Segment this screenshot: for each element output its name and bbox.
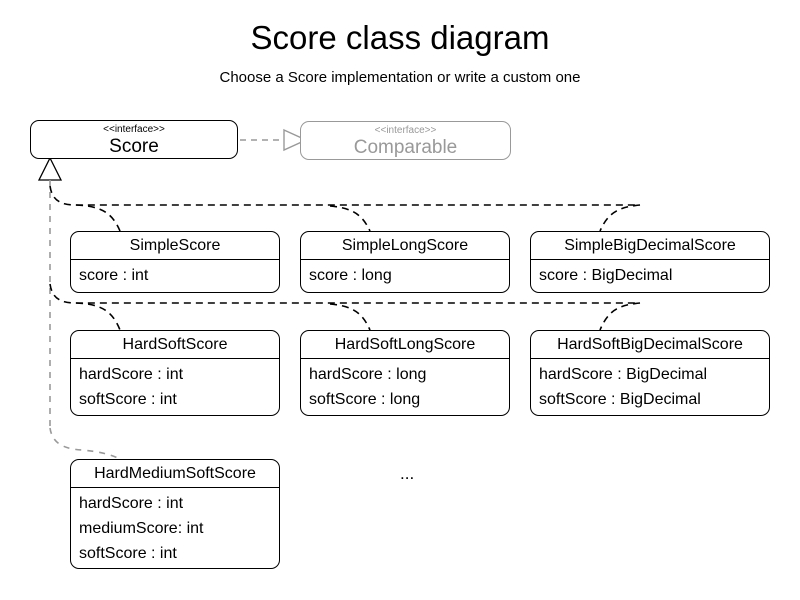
class-attributes: hardScore : int softScore : int [71, 359, 279, 415]
class-attributes: score : BigDecimal [531, 260, 769, 291]
class-name: HardMediumSoftScore [71, 460, 279, 488]
class-name: HardSoftScore [71, 331, 279, 359]
attribute: softScore : int [79, 545, 177, 562]
stereotype-label: <<interface>> [374, 125, 437, 136]
more-classes-ellipsis: ... [400, 464, 415, 483]
attribute: hardScore : int [79, 495, 184, 512]
interface-box-score[interactable]: <<interface>> Score [30, 120, 238, 159]
class-box-hardmediumsoftscore[interactable]: HardMediumSoftScore hardScore : int medi… [70, 459, 280, 569]
class-attributes: score : long [301, 260, 509, 291]
attribute: score : int [79, 267, 149, 284]
attribute: mediumScore: int [79, 520, 204, 537]
class-attributes: score : int [71, 260, 279, 291]
edge-row1-branches [49, 185, 641, 232]
class-box-hardsoftlongscore[interactable]: HardSoftLongScore hardScore : long softS… [300, 330, 510, 416]
attribute: softScore : int [79, 391, 177, 408]
class-box-simplebigdecimalscore[interactable]: SimpleBigDecimalScore score : BigDecimal [530, 231, 770, 293]
class-name: HardSoftLongScore [301, 331, 509, 359]
class-attributes: hardScore : long softScore : long [301, 359, 509, 415]
page-title: Score class diagram [250, 19, 550, 56]
page-subtitle: Choose a Score implementation or write a… [219, 69, 581, 86]
class-attributes: hardScore : BigDecimal softScore : BigDe… [531, 359, 769, 415]
attribute: softScore : BigDecimal [539, 391, 701, 408]
class-box-hardsoftscore[interactable]: HardSoftScore hardScore : int softScore … [70, 330, 280, 416]
class-box-simplelongscore[interactable]: SimpleLongScore score : long [300, 231, 510, 293]
interface-name-comparable: Comparable [353, 137, 458, 158]
interface-header-score: <<interface>> Score [31, 121, 237, 158]
interface-box-comparable[interactable]: <<interface>> Comparable [300, 121, 511, 160]
interface-header-comparable: <<interface>> Comparable [301, 122, 510, 159]
attribute: hardScore : int [79, 366, 184, 383]
edge-score-comparable [240, 128, 308, 152]
attribute: softScore : long [309, 391, 421, 408]
edge-row2-branches [49, 283, 641, 331]
class-attributes: hardScore : int mediumScore: int softSco… [71, 488, 279, 568]
attribute: score : BigDecimal [539, 267, 673, 284]
attribute: hardScore : long [309, 366, 427, 383]
generalization-triangle [37, 156, 63, 181]
attribute: score : long [309, 267, 392, 284]
class-box-simplescore[interactable]: SimpleScore score : int [70, 231, 280, 293]
class-name: SimpleScore [71, 232, 279, 260]
interface-name-score: Score [109, 136, 159, 157]
class-name: HardSoftBigDecimalScore [531, 331, 769, 359]
class-name: SimpleBigDecimalScore [531, 232, 769, 260]
class-box-hardsoftbigdecimalscore[interactable]: HardSoftBigDecimalScore hardScore : BigD… [530, 330, 770, 416]
class-name: SimpleLongScore [301, 232, 509, 260]
edge-hardmediumsoft-branch [49, 427, 121, 460]
stereotype-label: <<interface>> [103, 124, 165, 135]
attribute: hardScore : BigDecimal [539, 366, 708, 383]
